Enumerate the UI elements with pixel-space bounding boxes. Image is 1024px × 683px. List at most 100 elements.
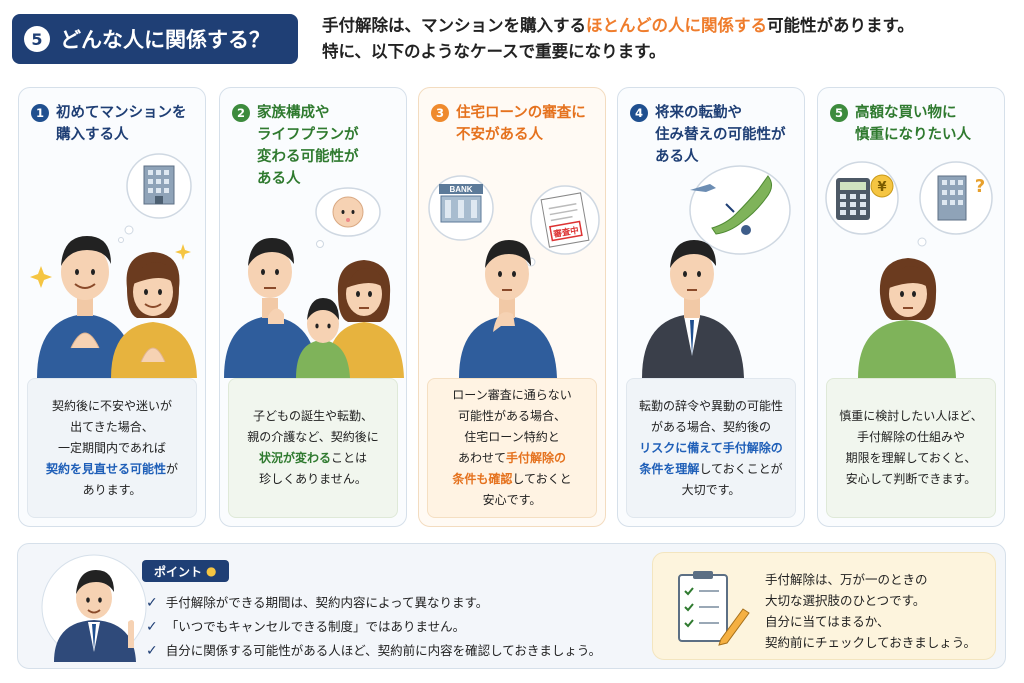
section-number: 5 (24, 26, 50, 52)
yen-coin-icon (870, 174, 894, 198)
case-card-first-time-buyer: 1 初めてマンションを 購入する人 (18, 87, 206, 527)
case-title: 初めてマンションを 購入する人 (56, 102, 187, 146)
description-line: 手付解除の仕組みや (856, 430, 965, 444)
case-title-line: 住宅ローンの審査に (456, 105, 586, 121)
checklist-item: ✓ 自分に関係する可能性がある人ほど、契約前に内容を確認しておきましょう。 (146, 639, 601, 663)
bank-sign-text: BANK (449, 185, 472, 194)
description-line: 慎重に検討したい人ほど、 (839, 409, 983, 423)
description-line: 契約後に不安や迷いが (51, 398, 172, 413)
description-tail: が (166, 461, 179, 476)
case-title-line: 初めてマンションを (56, 105, 187, 121)
advisor-illustration (41, 554, 147, 662)
description-tail: ことは (331, 451, 368, 465)
case-number: 5 (830, 104, 848, 122)
document-thought-bubble: 審査中 (526, 185, 600, 267)
description-line: 安心です。 (482, 493, 542, 507)
case-card-loan-review: 3 住宅ローンの審査に 不安がある人 BANK 審査中 (418, 87, 606, 527)
description-line: 親の介護など、契約後に (247, 430, 379, 444)
note-line: 契約前にチェックしておきましょう。 (765, 635, 977, 650)
checklist-text: 自分に関係する可能性がある人ほど、契約前に内容を確認しておきましょう。 (165, 643, 602, 658)
description-line: がある場合、契約後の (650, 419, 771, 434)
question-mark-icon: ? (975, 176, 985, 197)
case-card-careful-buyer: 5 高額な買い物に 慎重になりたい人 ¥ (817, 87, 1005, 527)
intro-text: 手付解除は、マンションを購入するほとんどの人に関係する可能性があります。 特に、… (322, 13, 914, 65)
description-line: あわせて手付解除の (458, 448, 566, 469)
note-line: 自分に当てはまるか、 (765, 614, 890, 629)
intro-line1-post: 可能性があります。 (767, 16, 914, 35)
description-highlight: 契約を見直せる可能性 (45, 461, 166, 476)
case-title-line: ライフプランが (257, 127, 359, 143)
checklist-text: 「いつでもキャンセルできる制度」ではありません。 (165, 619, 466, 634)
building-thought-bubble: ? (917, 161, 993, 247)
intro-line1-pre: 手付解除は、マンションを購入する (322, 16, 586, 35)
case-title-line: 変わる可能性が (257, 149, 359, 165)
checklist-text: 手付解除ができる期間は、契約内容によって異なります。 (165, 595, 489, 610)
case-title-line: 住み替えの可能性が (655, 127, 786, 143)
case-title-line: 高額な買い物に (855, 105, 957, 121)
case-description: 転勤の辞令や異動の可能性 がある場合、契約後の リスクに備えて手付解除の 条件を… (626, 378, 796, 518)
yen-sign-text: ¥ (877, 180, 886, 195)
case-title-line: ある人 (655, 149, 699, 165)
case-description: 子どもの誕生や転勤、 親の介護など、契約後に 状況が変わることは 珍しくありませ… (228, 378, 398, 518)
relocation-illustration (642, 165, 791, 378)
sparkle-icon (30, 266, 52, 288)
description-line: 珍しくありません。 (259, 472, 367, 486)
careful-buyer-illustration: ¥ ? (825, 161, 993, 378)
sparkle-icon (175, 244, 191, 260)
case-title-line: 将来の転勤や (655, 105, 742, 121)
check-icon: ✓ (146, 643, 158, 659)
case-title-line: 購入する人 (56, 127, 129, 143)
case-number: 1 (31, 104, 49, 122)
case-description: 慎重に検討したい人ほど、 手付解除の仕組みや 期限を理解しておくと、 安心して判… (826, 378, 996, 518)
case-description: 契約後に不安や迷いが 出てきた場合、 一定期間内であれば 契約を見直せる可能性が… (27, 378, 197, 518)
case-title: 高額な買い物に 慎重になりたい人 (855, 102, 971, 146)
case-card-relocation: 4 将来の転勤や 住み替えの可能性が ある人 転勤の辞令や異動の可能性 がある場… (617, 87, 805, 527)
summary-note-text: 手付解除は、万が一のときの 大切な選択肢のひとつです。 自分に当てはまるか、 契… (765, 569, 976, 653)
lightbulb-icon: ● (206, 564, 217, 578)
description-line: 一定期間内であれば (58, 440, 166, 455)
case-title-line: ある人 (257, 171, 301, 187)
family-illustration (224, 187, 404, 378)
checklist-item: ✓「いつでもキャンセルできる制度」ではありません。 (146, 615, 601, 639)
summary-note: 手付解除は、万が一のときの 大切な選択肢のひとつです。 自分に当てはまるか、 契… (652, 552, 996, 660)
description-highlight: 状況が変わる (258, 451, 331, 465)
intro-line-1: 手付解除は、マンションを購入するほとんどの人に関係する可能性があります。 (322, 13, 914, 39)
check-icon: ✓ (146, 595, 158, 611)
description-line: ローン審査に通らない (452, 388, 572, 402)
loan-worry-illustration: BANK 審査中 (428, 175, 600, 378)
point-label: ポイント ● (142, 560, 229, 582)
description-line: 転勤の辞令や異動の可能性 (638, 398, 783, 413)
case-card-family-change: 2 家族構成や ライフプランが 変わる可能性が ある人 (219, 87, 407, 527)
description-line: 条件を理解しておくことが (639, 459, 782, 480)
description-line: 住宅ローン特約と (464, 430, 560, 444)
bank-thought-bubble: BANK (428, 175, 494, 241)
case-title: 家族構成や ライフプランが 変わる可能性が ある人 (257, 102, 359, 190)
description-line: 大切です。 (681, 482, 741, 497)
description-pre: あわせて (457, 451, 506, 465)
description-line: 出てきた場合、 (70, 419, 154, 434)
description-line: 可能性がある場合、 (457, 409, 566, 423)
description-line: 子どもの誕生や転勤、 (252, 409, 373, 423)
airplane-icon (690, 184, 716, 192)
case-title-line: 家族構成や (257, 105, 330, 121)
description-tail: しておくことが (699, 461, 783, 476)
description-line: 契約を見直せる可能性が (46, 459, 178, 480)
point-panel: ポイント ● ✓手付解除ができる期間は、契約内容によって異なります。 ✓「いつで… (17, 543, 1006, 669)
description-line: 期限を理解しておくと、 (845, 451, 977, 465)
description-highlight: リスクに備えて手付解除の (639, 440, 783, 455)
section-title-badge: 5 どんな人に関係する？ (12, 14, 298, 64)
intro-line1-highlight: ほとんどの人に関係する (586, 16, 768, 35)
case-number: 4 (630, 104, 648, 122)
case-number: 3 (431, 104, 449, 122)
review-stamp-text: 審査中 (552, 225, 580, 240)
case-title-line: 不安がある人 (456, 127, 543, 143)
clipboard-checklist-icon (678, 571, 750, 646)
case-title-line: 慎重になりたい人 (855, 127, 971, 143)
point-label-text: ポイント (154, 564, 203, 579)
point-checklist: ✓手付解除ができる期間は、契約内容によって異なります。 ✓「いつでもキャンセルで… (146, 591, 601, 663)
section-title: どんな人に関係する？ (60, 28, 270, 52)
description-highlight: 手付解除の (506, 451, 567, 465)
description-line: あります。 (82, 482, 142, 497)
baby-thought-bubble (315, 187, 381, 248)
description-line: 安心して判断できます。 (845, 472, 977, 486)
